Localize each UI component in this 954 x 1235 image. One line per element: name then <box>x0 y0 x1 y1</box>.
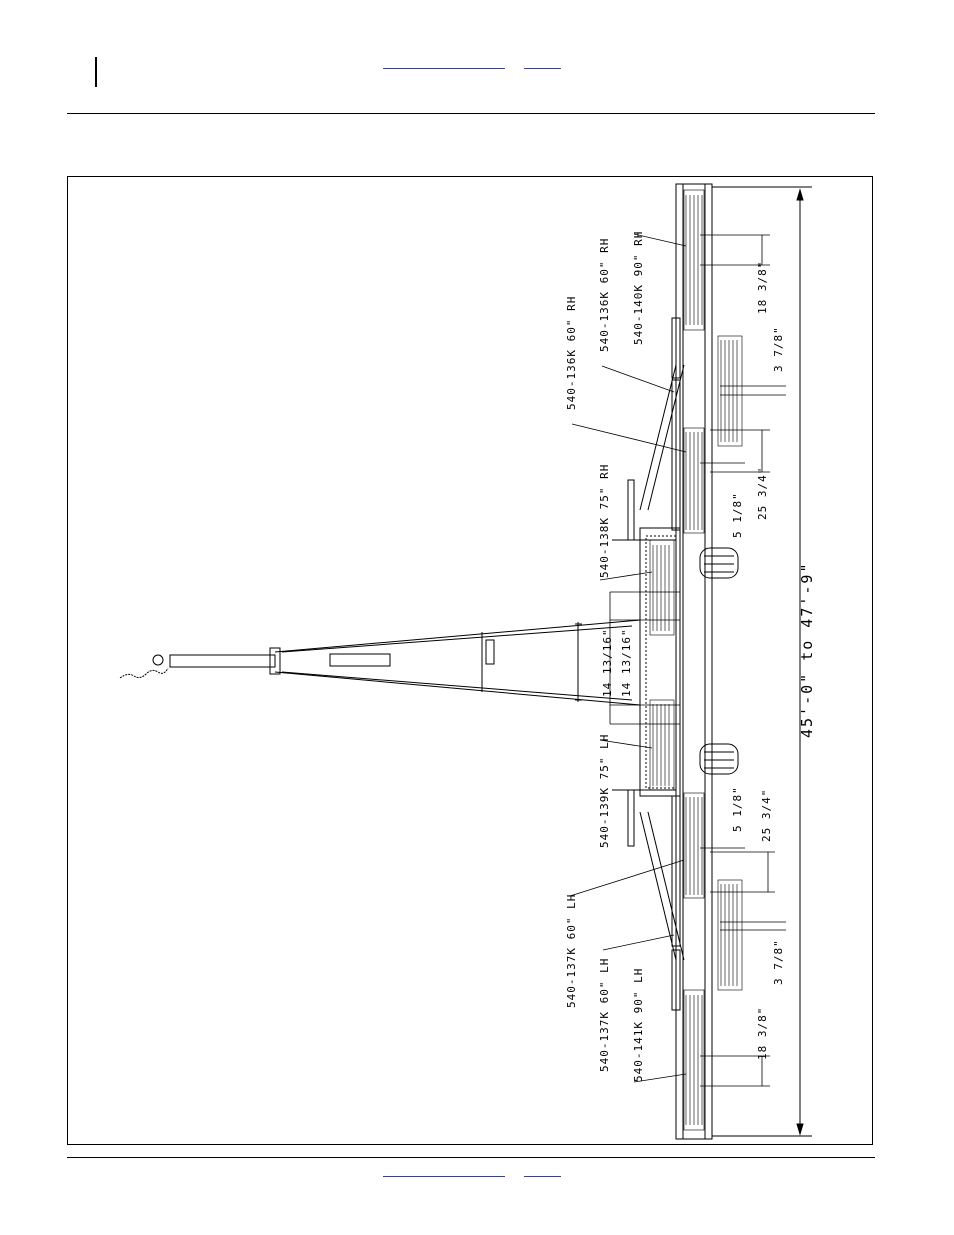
tongue-left <box>275 620 640 652</box>
label-540-139K-lh: 540-139K 75" LH <box>598 734 611 848</box>
label-540-136K-rh-outer: 540-136K 60" RH <box>598 238 611 352</box>
wheel-right <box>700 548 738 578</box>
tine-section <box>650 540 674 635</box>
dim-overall-width: 45'-0" to 47'-9" <box>798 562 816 739</box>
dim-25-3-4-bot: 25 3/4" <box>760 789 773 842</box>
dim-25-3-4-top: 25 3/4" <box>756 467 769 520</box>
dim-18-3-8-top: 18 3/8" <box>756 261 769 314</box>
footer-rule <box>67 1157 875 1158</box>
dim-18-3-8-bot: 18 3/8" <box>756 1007 769 1060</box>
tine-section <box>718 880 742 990</box>
dim-3-7-8-top: 3 7/8" <box>772 326 785 372</box>
dim-3-7-8-bot: 3 7/8" <box>772 939 785 985</box>
dim-14-13-16-a: 14 13/16" <box>601 628 614 697</box>
tongue-bar <box>170 655 275 667</box>
tine-section <box>650 700 674 790</box>
wheel-left <box>700 744 738 774</box>
tongue-right <box>275 672 640 705</box>
label-540-136K-rh-inner: 540-136K 60" RH <box>565 296 578 410</box>
label-540-141K-lh: 540-141K 90" LH <box>632 968 645 1082</box>
dim-5-1-8-bot: 5 1/8" <box>731 786 744 832</box>
label-540-140K-rh: 540-140K 90" RH <box>632 231 645 345</box>
label-540-137K-lh-outer: 540-137K 60" LH <box>598 958 611 1072</box>
footer-link-2[interactable] <box>524 1176 561 1177</box>
dim-14-13-16-b: 14 13/16" <box>620 628 633 697</box>
tine-section <box>718 336 742 446</box>
label-540-138K-rh: 540-138K 75" RH <box>598 464 611 578</box>
label-540-137K-lh-inner: 540-137K 60" LH <box>565 894 578 1008</box>
footer-link-1[interactable] <box>383 1176 505 1177</box>
dim-5-1-8-top: 5 1/8" <box>731 492 744 538</box>
